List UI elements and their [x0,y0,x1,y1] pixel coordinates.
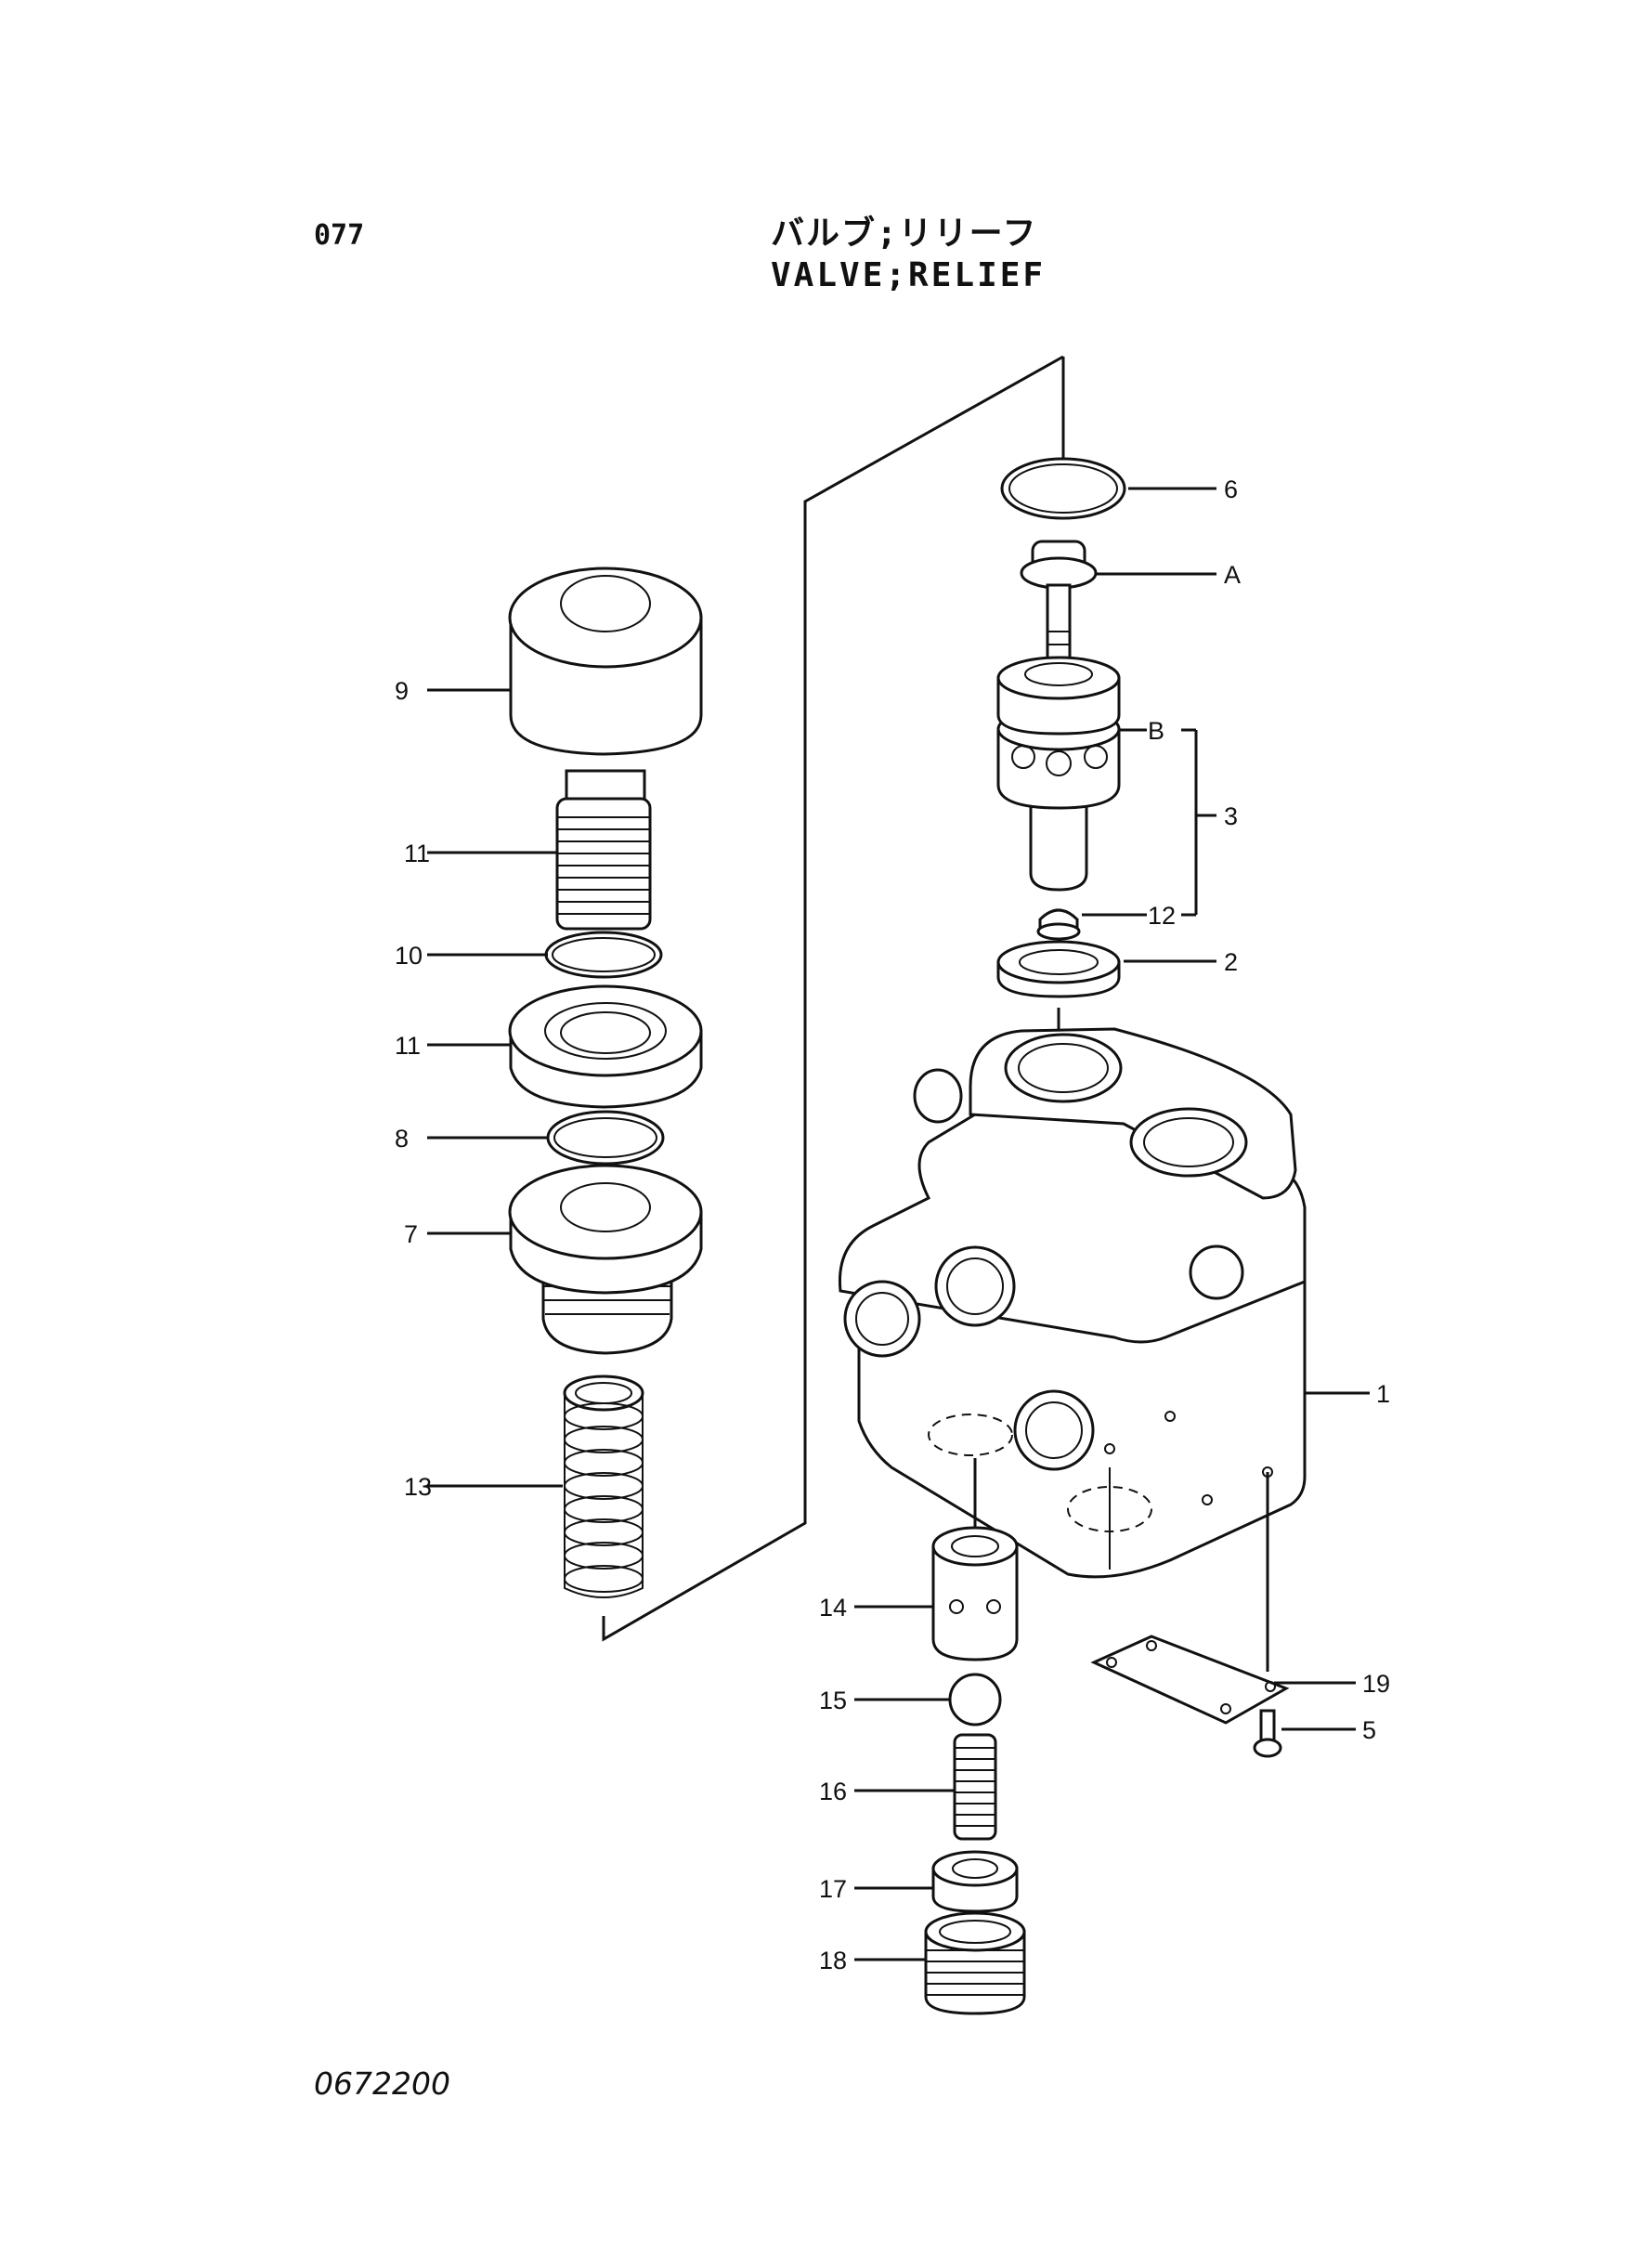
part-5-o-ring [1000,457,1126,520]
assembly-bracket-line [602,355,1064,1642]
callout-a: B [1148,717,1164,745]
part-1-valve-body [838,1027,1307,1579]
callout-17: 18 [819,1947,847,1974]
part-19-bolt [1253,1709,1282,1758]
callout-b: 12 [1148,902,1176,930]
callout-6: A [1224,561,1241,589]
part-14-ball [948,1673,1002,1726]
callout-11-upper: 10 [395,942,423,970]
part-17-plug [924,1911,1026,2015]
part-9-adjusting-screw [555,769,652,931]
part-13-sleeve [931,1526,1019,1661]
callout-8: 7 [404,1220,418,1248]
part-11-o-ring-lower [546,1110,665,1166]
callout-3: 3 [1224,802,1238,830]
callout-11-lower: 8 [395,1125,409,1153]
page-number: 077 [314,219,365,252]
part-3-sleeve [996,656,1121,892]
part-18-cover-plate [1090,1635,1290,1725]
drawing-number: 0672200 [314,2065,450,2102]
part-15-spring [953,1733,997,1841]
callout-7: 13 [404,1473,432,1501]
callout-19: 5 [1362,1716,1376,1744]
callout-10: 11 [395,1032,421,1060]
callout-12: 9 [395,677,409,705]
part-b-seat [1036,908,1081,941]
part-16-seat [931,1850,1019,1913]
title-english: VALVE;RELIEF [771,256,1047,294]
callout-2: 2 [1224,948,1238,976]
part-11-o-ring-upper [544,931,663,979]
callout-16: 17 [819,1875,847,1903]
part-12-cap [508,567,703,756]
callout-13: 14 [819,1594,847,1622]
part-8-plug [508,1164,703,1355]
part-2-seat-ring [996,940,1121,998]
part-7-spring [563,1375,644,1598]
callout-15: 16 [819,1778,847,1805]
callout-18: 19 [1362,1670,1390,1698]
callout-14: 15 [819,1687,847,1714]
part-6-poppet [1020,540,1098,671]
leader-lines [427,487,1370,1961]
callout-9: 11 [404,840,430,867]
title-japanese: バルブ;リリーフ [771,215,1038,253]
callout-1: 1 [1376,1380,1390,1408]
part-10-lock-nut [508,984,703,1109]
callout-5: 6 [1224,476,1238,503]
